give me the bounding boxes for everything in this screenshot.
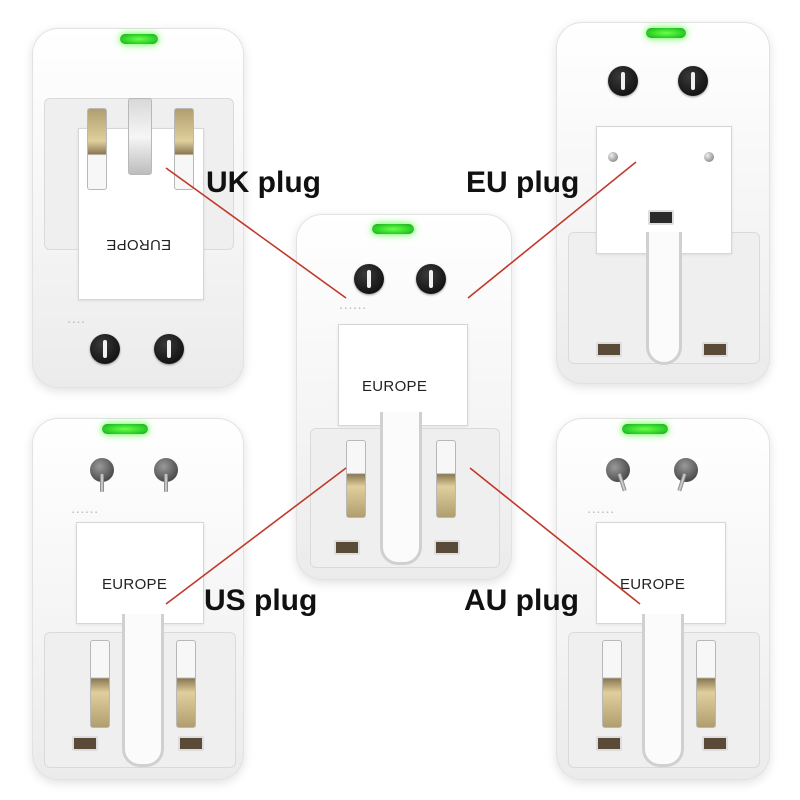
retracted-pin bbox=[178, 736, 204, 751]
rating-mark-icon: ▪ ▪ ▪ ▪ ▪ ▪ bbox=[340, 306, 366, 312]
retracted-pin bbox=[596, 342, 622, 357]
slide-panel bbox=[338, 324, 468, 426]
slide-handle-loop bbox=[646, 232, 682, 365]
indicator-led bbox=[102, 424, 148, 434]
retracted-pin bbox=[596, 736, 622, 751]
plug-pin bbox=[602, 640, 622, 728]
slide-panel bbox=[596, 522, 726, 624]
socket-hole bbox=[678, 66, 708, 96]
europe-mark: EUROPE bbox=[620, 576, 686, 593]
retracted-pin bbox=[648, 210, 674, 225]
label-uk-plug: UK plug bbox=[206, 166, 321, 199]
retracted-pin bbox=[334, 540, 360, 555]
rating-mark-icon: ▪ ▪ ▪ ▪ bbox=[68, 320, 85, 326]
screw-icon bbox=[704, 152, 714, 162]
slide-handle-loop bbox=[380, 412, 422, 565]
uk-leader-line bbox=[165, 167, 347, 299]
europe-mark: EUROPE bbox=[362, 378, 428, 395]
us-pin bbox=[90, 458, 114, 492]
slide-handle-loop bbox=[122, 614, 164, 767]
retracted-pin bbox=[702, 736, 728, 751]
plug-pin bbox=[90, 640, 110, 728]
adapter-eu bbox=[556, 22, 770, 384]
rating-mark-icon: ▪ ▪ ▪ ▪ ▪ ▪ bbox=[72, 510, 98, 516]
au-leader-line bbox=[469, 467, 641, 605]
indicator-led bbox=[622, 424, 668, 434]
adapter-center: ▪ ▪ ▪ ▪ ▪ ▪ EUROPE bbox=[296, 214, 512, 580]
eu-leader-line bbox=[467, 161, 637, 299]
plug-pin bbox=[696, 640, 716, 728]
label-au-plug: AU plug bbox=[464, 584, 579, 617]
adapter-au: ▪ ▪ ▪ ▪ ▪ ▪ EUROPE bbox=[556, 418, 770, 780]
adapter-uk: EUROPE ▪ ▪ ▪ ▪ bbox=[32, 28, 244, 388]
indicator-led bbox=[120, 34, 158, 44]
screw-icon bbox=[608, 152, 618, 162]
retracted-pin bbox=[434, 540, 460, 555]
retracted-pin bbox=[702, 342, 728, 357]
socket-hole bbox=[608, 66, 638, 96]
rating-mark-icon: ▪ ▪ ▪ ▪ ▪ ▪ bbox=[588, 510, 614, 516]
slide-handle-loop bbox=[642, 614, 684, 767]
plug-pin bbox=[346, 440, 366, 518]
label-us-plug: US plug bbox=[204, 584, 318, 617]
europe-mark: EUROPE bbox=[102, 576, 168, 593]
slide-panel bbox=[76, 522, 204, 624]
socket-hole bbox=[90, 334, 120, 364]
retracted-pin bbox=[72, 736, 98, 751]
socket-hole bbox=[416, 264, 446, 294]
uk-earth-pin bbox=[128, 98, 152, 175]
adapter-us: ▪ ▪ ▪ ▪ ▪ ▪ EUROPE bbox=[32, 418, 244, 780]
plug-pin bbox=[176, 640, 196, 728]
socket-hole bbox=[354, 264, 384, 294]
socket-hole bbox=[154, 334, 184, 364]
us-pin bbox=[154, 458, 178, 492]
label-eu-plug: EU plug bbox=[466, 166, 580, 199]
us-leader-line bbox=[165, 467, 347, 605]
plug-pin bbox=[436, 440, 456, 518]
indicator-led bbox=[372, 224, 414, 234]
indicator-led bbox=[646, 28, 686, 38]
